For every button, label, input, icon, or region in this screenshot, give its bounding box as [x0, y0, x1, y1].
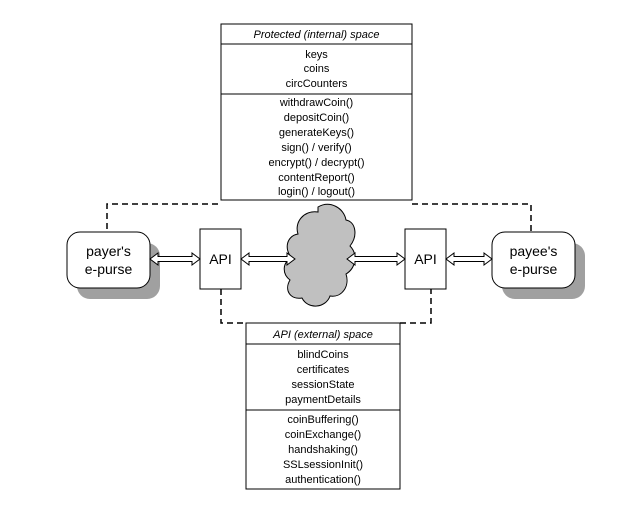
payee-label-line1: payee's — [510, 243, 558, 259]
api-right-box: API — [404, 228, 447, 290]
external-method: coinBuffering() — [287, 414, 358, 426]
api-left-label: API — [209, 251, 232, 267]
protected-method: withdrawCoin() — [279, 97, 353, 109]
external-attr: blindCoins — [297, 349, 349, 361]
external-attr: sessionState — [292, 379, 355, 391]
protected-method: login() / logout() — [278, 186, 355, 198]
external-method: handshaking() — [288, 444, 358, 456]
protected-method: sign() / verify() — [281, 142, 351, 154]
payer-label-line1: payer's — [86, 243, 131, 259]
protected-space-box: Protected (internal) space keys coins ci… — [220, 23, 413, 201]
protected-space-title: Protected (internal) space — [254, 29, 380, 41]
protected-method: generateKeys() — [279, 127, 354, 139]
payer-label-line2: e-purse — [85, 261, 133, 277]
network-cloud-icon — [283, 203, 356, 307]
external-space-box: API (external) space blindCoins certific… — [245, 322, 401, 490]
protected-method: encrypt() / decrypt() — [269, 157, 365, 169]
external-space-title: API (external) space — [272, 329, 373, 341]
arrow-api-payee — [445, 252, 493, 266]
arrow-payer-api — [149, 252, 201, 266]
api-right-label: API — [414, 251, 437, 267]
protected-attr: circCounters — [286, 78, 348, 90]
arrow-cloud-api — [346, 252, 406, 266]
payee-epurse: payee's e-purse — [491, 231, 585, 299]
protected-method: depositCoin() — [284, 112, 349, 124]
arrow-api-cloud — [240, 252, 296, 266]
protected-attr: keys — [305, 49, 328, 61]
payer-epurse: payer's e-purse — [66, 231, 160, 299]
payee-label-line2: e-purse — [510, 261, 558, 277]
protected-attr: coins — [304, 63, 330, 75]
dashed-boundary — [106, 203, 532, 324]
external-attr: certificates — [297, 364, 350, 376]
external-attr: paymentDetails — [285, 394, 361, 406]
api-left-box: API — [199, 228, 242, 290]
external-method: SSLsessionInit() — [283, 459, 363, 471]
external-method: coinExchange() — [285, 429, 361, 441]
protected-method: contentReport() — [278, 172, 354, 184]
external-method: authentication() — [285, 474, 361, 486]
